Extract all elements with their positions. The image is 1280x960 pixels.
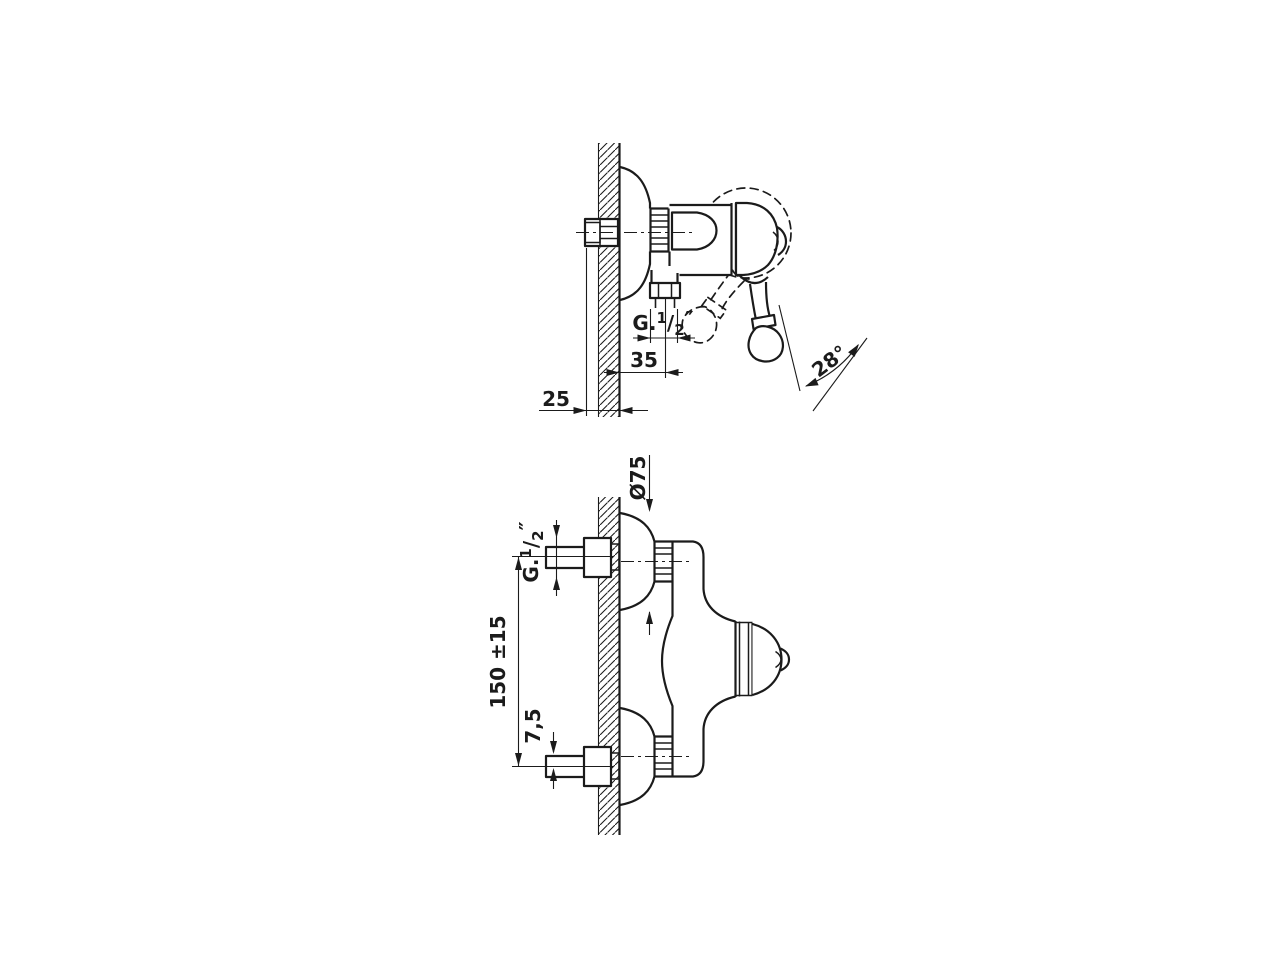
valve-body-plan bbox=[660, 540, 791, 778]
cap-tip-inner bbox=[772, 231, 779, 252]
plan-view: Ø75 G.1/2″ 150 ±15 7,5 bbox=[486, 455, 791, 835]
handle-base bbox=[738, 274, 769, 285]
escutcheon-top-plan bbox=[619, 511, 656, 612]
dim-outlet-offset: 35 bbox=[604, 348, 683, 376]
handle-angle-label: 28° bbox=[807, 340, 852, 382]
inlet-spacing-label: 150 ±15 bbox=[486, 615, 510, 708]
outlet-nut bbox=[648, 281, 682, 300]
escutcheon-side bbox=[619, 165, 652, 302]
valve-body-side bbox=[649, 201, 788, 277]
inlet-centerlines-plan bbox=[621, 560, 693, 758]
inlet-thread-label: G.1/2″ bbox=[515, 521, 547, 582]
cartridge-cover bbox=[670, 211, 718, 251]
escutcheon-bottom-curve bbox=[619, 251, 652, 302]
dim-outlet-thread: G.1/2″ bbox=[632, 298, 695, 378]
body-bottom-arm bbox=[672, 695, 736, 778]
dim-wall-thickness: 25 bbox=[539, 248, 648, 416]
escutcheon-top-curve bbox=[619, 165, 652, 209]
outlet-thread-label: G.1/2″ bbox=[632, 307, 693, 339]
handle-knob bbox=[747, 325, 784, 363]
flange-inner bbox=[735, 621, 753, 697]
eccentric-offset-label: 7,5 bbox=[521, 708, 545, 743]
wall-hatch bbox=[598, 143, 620, 417]
fitting-nut bbox=[582, 536, 613, 579]
outlet-pipe-end bbox=[654, 298, 676, 308]
dim-eccentric-offset: 7,5 bbox=[521, 708, 557, 789]
escutcheon-bottom-plan bbox=[619, 706, 656, 807]
escutcheon-diameter-label: Ø75 bbox=[626, 456, 650, 501]
flange-outer bbox=[734, 621, 754, 697]
dome-tip-outer bbox=[780, 647, 791, 672]
outlet-offset-label: 35 bbox=[630, 348, 658, 372]
dome-plan bbox=[752, 622, 783, 697]
cap-tip-outer bbox=[776, 226, 788, 256]
wall-section-side bbox=[597, 143, 621, 417]
side-elevation-view: G.1/2″ 35 25 28° bbox=[539, 143, 868, 417]
dim-handle-angle: 28° bbox=[778, 304, 868, 412]
dim-inlet-thread: G.1/2″ bbox=[515, 520, 560, 596]
dim-inlet-spacing: 150 ±15 bbox=[486, 557, 522, 766]
inlet-fitting-top bbox=[544, 536, 620, 579]
body-waist bbox=[660, 581, 674, 737]
handle-collar bbox=[750, 313, 777, 331]
ribbed-nut-side bbox=[649, 207, 670, 253]
fitting-centerlines-plan bbox=[512, 555, 613, 768]
dim-escutcheon-diameter: Ø75 bbox=[626, 455, 653, 635]
dome-cap bbox=[734, 201, 779, 277]
handle-lever bbox=[738, 274, 784, 363]
fitting-pipe bbox=[544, 545, 587, 570]
dome-tip-inner bbox=[775, 650, 782, 669]
wall-thickness-label: 25 bbox=[542, 387, 570, 411]
body-top-arm bbox=[672, 540, 736, 623]
outlet-connector bbox=[648, 266, 682, 308]
